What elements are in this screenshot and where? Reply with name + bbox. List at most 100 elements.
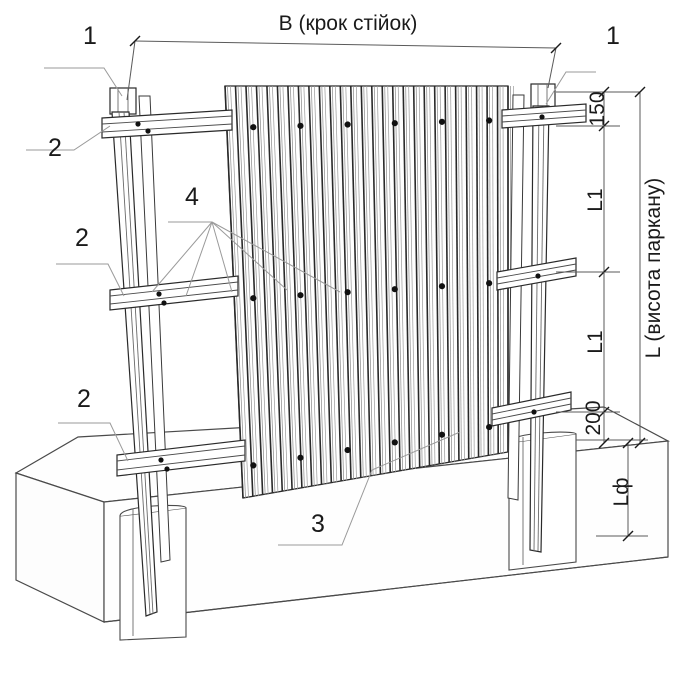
corrugation-rib: [300, 85, 315, 487]
corrugation-rib: [251, 85, 269, 495]
corrugation-rib: [370, 85, 382, 475]
fastener-dot: [297, 292, 304, 299]
corrugation-rib: [496, 85, 499, 454]
corrugation-rib: [297, 85, 313, 487]
corrugation-rib: [471, 85, 475, 459]
corrugation-rib: [363, 85, 374, 476]
leader-lines: [26, 67, 596, 546]
corrugation-rib: [240, 85, 259, 497]
fastener-dot: [297, 122, 304, 129]
corrugation-rib: [457, 85, 462, 461]
corrugation-rib: [478, 85, 482, 458]
corrugation-rib: [331, 85, 344, 481]
corrugation-rib: [418, 85, 426, 468]
corrugation-rib: [234, 85, 254, 497]
callout-2-rail-bottom: 2: [77, 385, 91, 413]
corrugation-rib: [376, 85, 387, 475]
callout-4-fasteners: 4: [185, 183, 199, 211]
corrugation-rib: [355, 85, 367, 478]
corrugation-rib: [360, 85, 372, 476]
fastener-dot: [486, 280, 493, 287]
fastener-dot: [344, 289, 351, 296]
corrugation-rib: [423, 85, 431, 466]
corrugation-rib: [311, 85, 325, 485]
corrugation-rib: [272, 85, 289, 492]
corrugation-rib: [387, 85, 397, 473]
corrugated-sheet: [224, 85, 514, 499]
rail-fasteners: [135, 114, 545, 472]
corrugation-rib: [460, 85, 465, 461]
fastener-dot: [391, 286, 398, 293]
corrugation-rib: [405, 85, 413, 470]
corrugation-rib: [429, 85, 436, 466]
corrugation-rib: [397, 85, 406, 471]
corrugation-rib: [444, 85, 450, 463]
corrugation-rib: [266, 85, 284, 492]
dimension-lines: [126, 35, 648, 542]
corrugation-rib: [261, 85, 279, 493]
corrugation-rib: [255, 85, 274, 493]
corrugation-rib: [237, 85, 256, 497]
corrugation-rib: [366, 85, 377, 476]
corrugation-rib: [468, 85, 472, 459]
corrugation-rib: [384, 85, 394, 473]
corrugation-rib: [308, 85, 323, 485]
corrugation-rib: [352, 85, 364, 478]
rail-bottom-left: [116, 439, 246, 477]
corrugation-rib: [475, 85, 480, 458]
corrugation-rib: [279, 85, 295, 490]
corrugation-rib: [426, 85, 433, 466]
dim-200-label: 200: [582, 400, 605, 435]
corrugation-rib: [381, 85, 392, 473]
corrugation-rib: [314, 85, 328, 485]
dim-lf-label: Lф: [610, 478, 633, 507]
corrugation-rib: [394, 85, 403, 471]
corrugation-rib: [258, 85, 276, 493]
corrugation-rib: [433, 85, 441, 464]
fastener-dot: [391, 439, 398, 446]
corrugation-rib: [248, 85, 266, 495]
fastener-dot: [250, 462, 257, 469]
corrugation-rib: [339, 85, 352, 480]
post-right-rear: [507, 94, 525, 501]
corrugation-rib: [447, 85, 452, 463]
corrugation-rib: [391, 85, 401, 471]
corrugation-rib: [502, 85, 505, 454]
dim-l1-lower-label: L1: [584, 330, 607, 353]
corrugation-rib: [282, 85, 298, 490]
dim-top-label: B (крок стійок): [279, 12, 418, 35]
callout-1-post-right: 1: [606, 22, 620, 50]
fastener-dot: [344, 446, 351, 454]
post-left-rear: [138, 95, 171, 563]
corrugation-rib: [230, 85, 249, 499]
corrugation-rib: [245, 85, 264, 495]
corrugation-rib: [489, 85, 492, 456]
rail-top-left: [101, 109, 233, 139]
corrugation-rib: [402, 85, 411, 470]
fastener-dot: [486, 423, 493, 431]
dim-150-label: 150: [586, 91, 609, 126]
corrugation-rib: [465, 85, 470, 459]
fastener-dot: [438, 118, 446, 125]
corrugation-rib: [321, 85, 335, 483]
corrugation-rib: [303, 85, 318, 487]
corrugation-rib: [450, 85, 455, 463]
corrugation-rib: [290, 85, 305, 488]
corrugation-rib: [324, 85, 338, 483]
fastener-dot: [297, 454, 304, 461]
corrugation-rib: [293, 85, 308, 488]
corrugation-rib: [415, 85, 423, 468]
corrugation-rib: [342, 85, 354, 480]
corrugation-rib: [334, 85, 347, 481]
corrugation-rib: [492, 85, 495, 456]
callout-2-rail-mid: 2: [75, 224, 89, 252]
corrugation-rib: [349, 85, 362, 478]
corrugation-rib: [269, 85, 286, 492]
corrugation-rib: [345, 85, 357, 480]
corrugation-rib: [287, 85, 303, 488]
callout-2-rail-top: 2: [48, 134, 62, 162]
rail-mid-left: [109, 275, 239, 311]
callout-3-sheet: 3: [311, 510, 325, 538]
post-left: [109, 87, 158, 617]
